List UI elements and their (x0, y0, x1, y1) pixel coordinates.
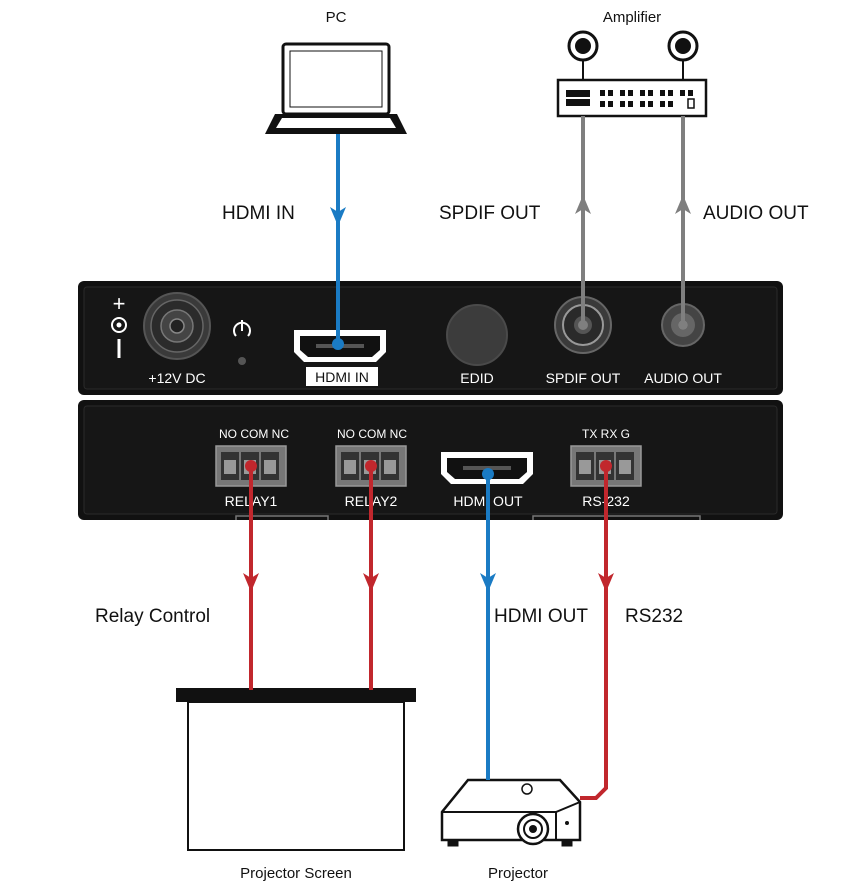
projector-device (440, 778, 582, 847)
relay2-arrow-icon (363, 573, 379, 592)
spdif-out-port-label: SPDIF OUT (546, 370, 621, 386)
dc-power-label: +12V DC (148, 370, 205, 386)
dc-polarity-icon (111, 317, 127, 333)
rs232-pins-label: TX RX G (582, 427, 630, 441)
projector-screen-label: Projector Screen (240, 865, 352, 882)
rs232-cable (580, 460, 614, 800)
spdif-out-connection-label: SPDIF OUT (439, 203, 541, 224)
hdmi-out-port (441, 452, 533, 484)
relay2-cable (363, 460, 379, 690)
amplifier-label: Amplifier (603, 9, 661, 26)
hdmi-in-arrow-icon (330, 207, 346, 226)
spdif-out-cable (575, 116, 591, 330)
hdmi-out-connection-label: HDMI OUT (494, 606, 588, 627)
rs232-arrow-icon (598, 573, 614, 592)
pc-label: PC (326, 9, 347, 26)
spdif-out-arrow-icon (575, 195, 591, 214)
projector-label: Projector (488, 865, 548, 882)
relay-control-connection-label: Relay Control (95, 606, 210, 627)
power-led (238, 357, 246, 365)
relay1-pins-label: NO COM NC (219, 427, 289, 441)
audio-out-arrow-icon (675, 195, 691, 214)
rs232-connection-label: RS232 (625, 606, 683, 627)
rear-panel (78, 400, 783, 520)
amplifier-device (556, 30, 708, 118)
relay1-cable (243, 460, 259, 690)
relay2-pins-label: NO COM NC (337, 427, 407, 441)
audio-out-cable (675, 116, 691, 330)
pc-device (265, 42, 407, 134)
hdmi-in-port-label: HDMI IN (315, 369, 369, 385)
relay1-arrow-icon (243, 573, 259, 592)
projector-screen-device (176, 688, 416, 851)
front-panel: + (78, 281, 783, 395)
hdmi-in-connection-label: HDMI IN (222, 203, 295, 224)
hdmi-in-cable (330, 134, 346, 350)
edid-button (446, 304, 508, 366)
power-icon (233, 320, 251, 337)
plus-icon: + (113, 291, 126, 316)
edid-label: EDID (460, 370, 493, 386)
hdmi-out-arrow-icon (480, 573, 496, 592)
audio-out-port-label: AUDIO OUT (644, 370, 722, 386)
audio-out-connection-label: AUDIO OUT (703, 203, 809, 224)
hdmi-out-cable (480, 468, 496, 780)
